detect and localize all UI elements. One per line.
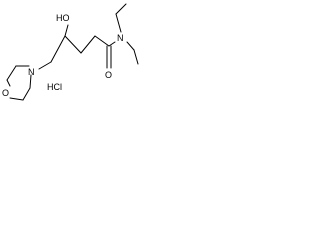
bond-n-ethyl1-a — [115, 13, 122, 33]
atom-o-morpholine: O — [2, 88, 9, 98]
bond-n-ethyl2-a — [126, 41, 135, 51]
bond-n-ethyl1-b — [115, 3, 127, 15]
bond-ring-4 — [9, 97, 24, 101]
bond-ch2-carbonyl — [94, 35, 110, 47]
bond-ring-3 — [6, 79, 11, 87]
atom-n-amide: N — [117, 33, 124, 43]
salt-hcl: HCl — [47, 82, 62, 92]
bond-choh-ch2 — [64, 35, 82, 54]
bond-ring-6 — [29, 74, 32, 89]
bond-n-ch2 — [38, 61, 52, 70]
atom-ho: HO — [56, 13, 70, 23]
atom-n-morpholine: N — [28, 67, 35, 77]
bond-ring-5 — [22, 87, 31, 101]
bond-n-ethyl2-b — [133, 49, 139, 65]
bond-carbonyl-n — [108, 41, 116, 47]
bond-ch2-ch2 — [80, 35, 96, 54]
chemical-structure: HO N O N O HCl — [2, 3, 139, 101]
bond-ch2-choh — [50, 35, 66, 63]
bond-ring-2 — [6, 65, 17, 81]
bond-c-oh — [64, 24, 69, 37]
atom-o-carbonyl: O — [105, 70, 112, 80]
